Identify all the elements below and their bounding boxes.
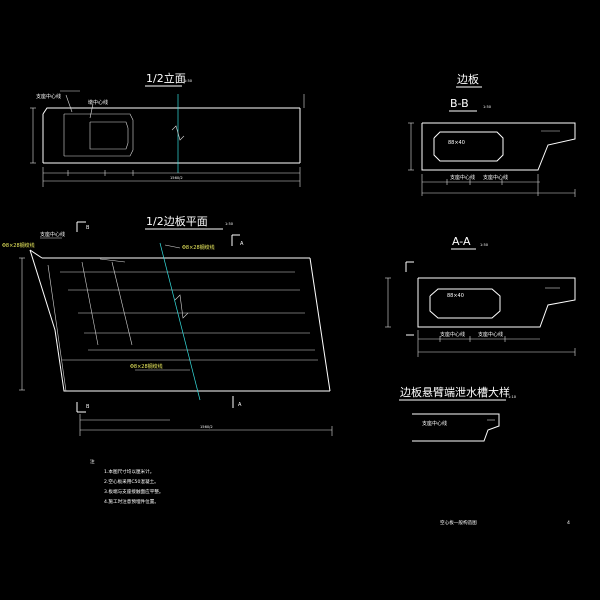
drainage-detail-view: 边板悬臂端泄水槽大样 1:10 支座中心线 [399, 385, 517, 442]
half-plan-total-dim: 1560/2 [200, 425, 213, 429]
half-elevation-scale: 1:50 [184, 79, 193, 83]
strand-label-2: Φ8×28钢绞线 [130, 363, 163, 370]
section-bb-title: B-B [450, 97, 469, 110]
section-bb-void-label: 88×40 [448, 140, 465, 146]
cut-marker-a-bottom: A [238, 402, 242, 408]
cut-marker-b-top: B [86, 225, 90, 231]
note-4: 4.施工时注意预埋件位置。 [104, 498, 159, 505]
note-3: 3.板端与支座接触面应平整。 [104, 488, 164, 495]
section-aa-view: A-A 1:50 88×40 支座中心线 支座中心线 [385, 235, 576, 357]
half-elevation-total-dim: 1560/2 [170, 176, 183, 180]
pier-center-label: 墩中心线 [88, 99, 108, 106]
detail-cantilever-label: 支座中心线 [422, 420, 447, 427]
half-plan-scale: 1:50 [225, 222, 234, 226]
half-plan-title: 1/2边板平面 [146, 214, 208, 228]
strand-label: Φ8×28钢绞线 [182, 244, 215, 251]
section-aa-void-label: 88×40 [447, 293, 464, 299]
half-elevation-view: 1/2立面 1:50 支座中心线 墩中心线 1560/2 [30, 71, 305, 187]
cut-marker-b-bottom: B [86, 404, 90, 410]
section-aa-title: A-A [452, 235, 471, 248]
detail-scale: 1:10 [508, 395, 517, 399]
note-2: 2.空心板采用C50混凝土。 [104, 478, 159, 485]
plan-support-center-label: 支座中心线 [40, 231, 65, 238]
sheet-number: 4 [567, 520, 570, 526]
drawing-title: 空心板一般构造图 [440, 519, 477, 526]
section-aa-support-label: 支座中心线 [440, 331, 465, 338]
section-aa-scale: 1:50 [480, 243, 489, 247]
half-elevation-title: 1/2立面 [146, 71, 186, 85]
notes-block: 注 1.本图尺寸均以厘米计。 2.空心板采用C50混凝土。 3.板端与支座接触面… [90, 458, 164, 505]
half-plan-view: 1/2边板平面 1:50 B B A A Φ8 [2, 214, 333, 436]
detail-title: 边板悬臂端泄水槽大样 [400, 385, 510, 399]
section-bb-view: B-B 1:50 88×40 支座中心线 支座中心线 [408, 97, 576, 197]
cut-marker-a-top: A [240, 241, 244, 247]
support-center-label: 支座中心线 [36, 93, 61, 100]
plan-left-label: Φ8×28钢绞线 [2, 242, 35, 249]
section-bb-support-label: 支座中心线 [450, 174, 475, 181]
section-aa-support-label-2: 支座中心线 [478, 331, 503, 338]
section-bb-support-label-2: 支座中心线 [483, 174, 508, 181]
notes-heading: 注 [90, 458, 95, 465]
section-bb-scale: 1:50 [483, 105, 492, 109]
note-1: 1.本图尺寸均以厘米计。 [104, 468, 154, 475]
section-group-title: 边板 [457, 72, 479, 86]
